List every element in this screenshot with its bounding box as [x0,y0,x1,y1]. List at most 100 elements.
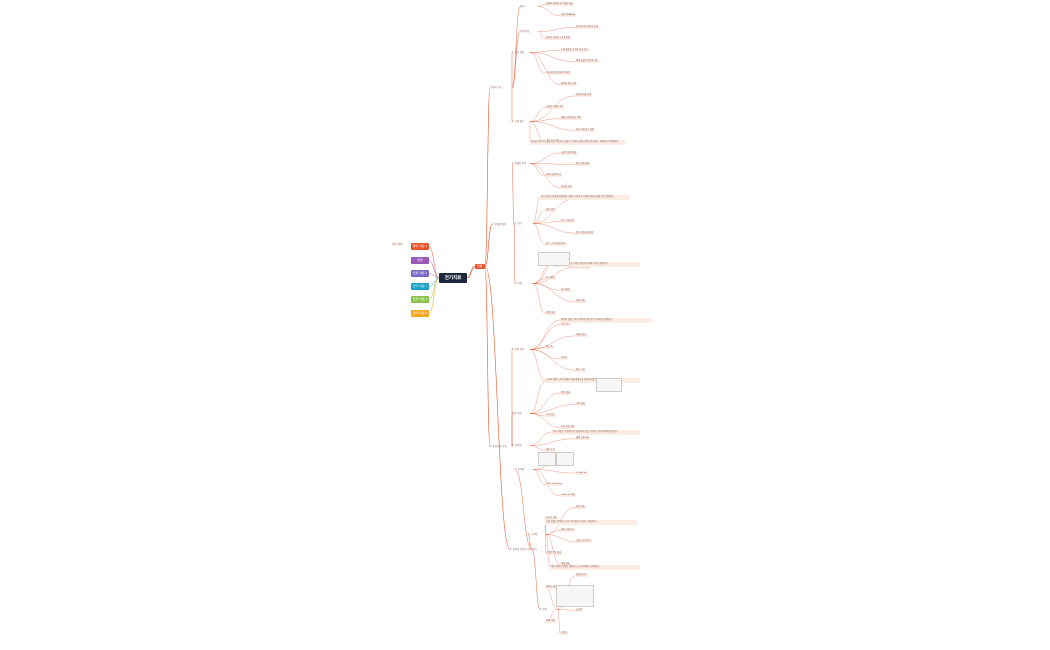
level2-node-10[interactable]: 2. 중주파 [515,468,525,471]
connector-line [537,6,561,17]
leaf-node-21[interactable]: 전극 크기와 전류 밀도 [545,243,567,246]
level1-node-1[interactable]: 2. 전류의 작용 [492,223,507,226]
leaf-node-31[interactable]: 주파수 [560,357,569,361]
leaf-node-14[interactable]: 활동 전위 발생 [575,163,591,166]
leaf-node-18[interactable]: 적응 현상 [545,208,556,212]
paragraph-node-5[interactable]: 직류 전류는 한 방향으로 일정하게 흐르는 전류로 전기분해 작용이 있다 [552,430,640,435]
level1-node-3[interactable]: 4. 전류의 종류와 기본 원리 [510,548,537,551]
leaf-node-5[interactable]: 액체 물질은 이온의 이동 [575,60,599,64]
paragraph-node-4[interactable]: 고주파 전류는 조직 내에서 열을 발생시켜 온열 효과를 낸다 [545,378,640,383]
paragraph-node-2[interactable]: 저주파 전류는 신경과 근육을 직접 자극하여 수축을 유발한다 [552,262,640,267]
leaf-node-9[interactable]: 교류와 직류의 구분 [545,105,565,109]
leaf-node-30[interactable]: 펄스 폭 [545,345,554,349]
leaf-node-47[interactable]: 신경근 전기 자극 [575,540,593,544]
leaf-node-55[interactable]: 부작용 [560,631,569,635]
level2-node-1[interactable]: 전류 특성 [520,30,530,33]
left-branch-4[interactable]: 전극 치료 2 [411,296,429,303]
level2-node-2[interactable]: 1. 전기 생리 [512,51,525,54]
thumbnail-image [556,452,574,466]
connector-line [557,609,576,611]
level2-node-7[interactable]: 3. 전류 유형 [512,348,525,351]
leaf-node-11[interactable]: 피부 저항 감소 방법 [575,128,595,132]
paragraph-node-0[interactable]: 전류란 전하가 도체를 따라 이동하는 현상으로 단위 시간당 단면을 통과하는… [530,140,625,145]
leaf-node-1[interactable]: 단위: 암페어(A) [560,14,577,18]
connector-line [529,349,546,381]
leaf-node-41[interactable]: 1~1000 Hz [575,471,588,475]
connector-line [545,530,561,535]
leaf-node-19[interactable]: 양극 산성 반응 [560,220,576,224]
leaf-node-10[interactable]: 생체 조직의 전기 저항 [560,117,582,121]
leaf-node-7[interactable]: 전류의 세기 측정 [560,83,578,86]
leaf-node-51[interactable]: 정전류 방식 [545,585,558,589]
right-root-node[interactable]: 전류 [475,264,485,269]
central-topic[interactable]: 전기치료 [439,273,467,283]
left-branch-3[interactable]: 전극 치료 1 [411,283,429,290]
leaf-node-54[interactable]: 주의 사항 [545,620,556,624]
level2-node-6[interactable]: 2. 연결 [515,282,523,285]
level1-node-2[interactable]: 3. 전기치료 기계 [490,445,507,448]
level2-node-0[interactable]: 정의 [520,5,525,8]
left-branch-5[interactable]: 전극 치료 3 [411,310,429,317]
leaf-node-32[interactable]: 램프 시간 [575,368,586,372]
connector-line [545,534,551,568]
leaf-node-27[interactable]: 병렬 연결 [545,311,556,315]
leaf-node-13[interactable]: 신경 막전위 변화 [560,151,578,155]
thumbnail-image [556,585,594,607]
leaf-node-26[interactable]: 직렬 연결 [575,300,586,304]
leaf-node-37[interactable]: 조직 치유 촉진 [560,425,576,429]
level2-node-12[interactable]: 4. 전압 [540,608,548,611]
level1-node-0[interactable]: 전류의 기초 [490,86,502,89]
connector-line [527,534,533,550]
leaf-node-4[interactable]: 고체 물질은 금속의 자유 전자 [560,48,589,52]
level2-node-4[interactable]: 3. 전해질 반응 [512,162,527,165]
leaf-node-50[interactable]: 정전압 방식 [575,574,588,578]
leaf-node-2[interactable]: 전자의 이동 방향과 반대 [575,25,599,29]
leaf-node-42[interactable]: 1000~10000 Hz [545,483,563,486]
leaf-node-16[interactable]: 실무율 법칙 [560,185,573,189]
leaf-node-35[interactable]: 근력 강화 [575,403,586,406]
level2-node-3[interactable]: 2. 신경 흥분 [512,120,525,123]
left-branch-0[interactable]: 물리 치료 1 [411,243,429,250]
leaf-node-45[interactable]: 러시안 전류 [545,517,558,521]
left-branch-1[interactable]: 전류 [411,257,429,264]
connector-line [532,263,553,284]
leaf-node-43[interactable]: 10000 Hz 이상 [560,494,576,498]
leaf-node-29[interactable]: 이상성 펄스 [575,334,588,338]
leaf-node-6[interactable]: 기체 물질은 전자와 양이온 [545,71,571,75]
thumbnail-image [538,452,556,466]
leaf-node-24[interactable]: 단극 배치 [545,277,556,281]
paragraph-node-1[interactable]: 전기 치료는 전류를 이용하여 신경과 근육을 자극하여 치료 효과를 얻는 방… [540,195,630,200]
leaf-node-0[interactable]: 물체의 전하량 시간 변화 비율 [545,3,574,6]
floating-label[interactable]: 기본 지식 [392,243,403,246]
connector-line [428,277,440,314]
paragraph-node-7[interactable]: 맥동 전류는 방향은 일정하나 크기가 변하는 전류이다 [550,565,640,570]
connector-line [529,413,561,428]
connector-line [529,118,561,122]
connector-line [511,6,521,88]
leaf-node-15[interactable]: 역치 이상의 자극 [545,174,563,178]
level2-node-8[interactable]: 직류 전류 [512,412,522,415]
leaf-node-20[interactable]: 음극 알칼리성 반응 [575,231,595,235]
leaf-node-36[interactable]: 부종 감소 [545,414,556,418]
leaf-node-48[interactable]: 고전압 맥동 전류 [545,551,563,555]
level2-node-9[interactable]: 1. 저주파 [512,444,522,447]
leaf-node-3[interactable]: 전하량 이동의 크기와 방향 [545,37,571,41]
leaf-node-28[interactable]: 단상 펄스 [560,323,571,326]
leaf-node-34[interactable]: 통증 완화 [560,391,571,395]
leaf-node-46[interactable]: 경피 신경 자극 [560,528,576,532]
leaf-node-23[interactable]: 전극 배치 방법 [575,265,591,269]
leaf-node-39[interactable]: 이온 도입 [545,448,556,452]
leaf-node-38[interactable]: 혈액 순환 개선 [575,437,591,441]
leaf-node-44[interactable]: 간섭 전류 [575,505,586,509]
level2-node-11[interactable]: 3. 고주파 [528,533,538,536]
left-branch-2[interactable]: 전류 개론 1 [411,270,429,277]
paragraph-node-6[interactable]: 교류 전류는 방향과 크기가 주기적으로 변하는 전류이다 [545,520,637,525]
leaf-node-49[interactable]: 미세 전류 [560,563,571,566]
level2-node-5[interactable]: 1. 전극 [515,222,523,225]
connector-line [537,27,576,32]
leaf-node-53[interactable]: 금기증 [575,608,584,612]
connector-line [529,152,561,164]
leaf-node-25[interactable]: 양극 배치 [560,288,571,292]
leaf-node-8[interactable]: 전류계 직렬 연결 [575,94,593,98]
paragraph-node-3[interactable]: 중주파 전류는 피부 저항이 낮아 깊은 조직까지 전달된다 [560,318,652,323]
